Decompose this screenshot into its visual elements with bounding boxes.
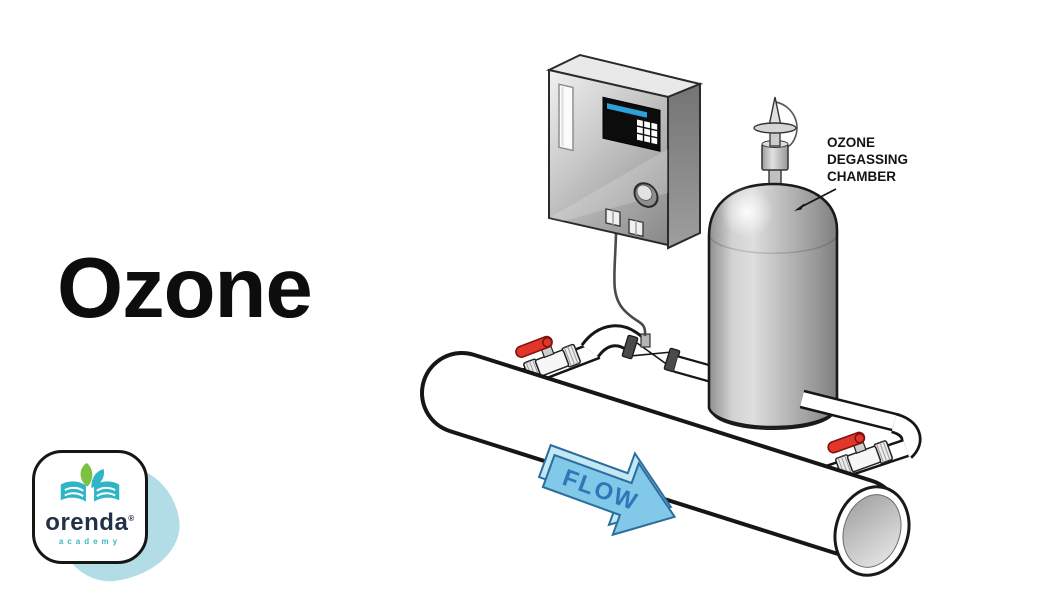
panel-sight-glass bbox=[558, 83, 574, 152]
logo-brand-text: orenda® bbox=[35, 511, 145, 535]
relief-valve-disc bbox=[753, 122, 797, 134]
ozone-degassing-chamber bbox=[707, 96, 839, 431]
logo-academy-text: academy bbox=[58, 537, 122, 546]
keypad-key[interactable] bbox=[637, 119, 643, 127]
relief-valve-spike bbox=[768, 96, 782, 127]
chamber-label: OZONE DEGASSING CHAMBER bbox=[794, 135, 908, 211]
orenda-academy-logo: orenda® academy bbox=[27, 450, 187, 588]
main-water-pipe bbox=[420, 351, 911, 577]
panel-side-face bbox=[667, 82, 701, 250]
keypad-key[interactable] bbox=[637, 133, 643, 142]
keypad-key[interactable] bbox=[651, 137, 658, 145]
registered-trademark: ® bbox=[128, 514, 135, 523]
chamber-label-line2: DEGASSING bbox=[827, 152, 908, 167]
ozone-controller-panel bbox=[545, 53, 704, 250]
label-pointer-line bbox=[800, 188, 837, 208]
keypad-key[interactable] bbox=[644, 135, 650, 143]
logo-badge: orenda® academy bbox=[32, 450, 148, 564]
keypad-key[interactable] bbox=[651, 122, 658, 130]
chamber-label-line1: OZONE bbox=[827, 135, 875, 150]
flow-arrow: FLOW bbox=[537, 443, 677, 537]
keypad-key[interactable] bbox=[637, 126, 643, 134]
controller-cable bbox=[613, 232, 647, 337]
keypad-key[interactable] bbox=[651, 129, 658, 138]
label-pointer-arrowhead bbox=[794, 203, 805, 211]
relief-valve bbox=[753, 96, 798, 189]
chamber-bottom-rim bbox=[711, 407, 836, 431]
keypad-key[interactable] bbox=[644, 128, 650, 136]
logo-brand-word: orenda bbox=[45, 509, 129, 536]
keypad[interactable] bbox=[637, 119, 658, 145]
keypad-key[interactable] bbox=[644, 121, 650, 129]
chamber-label-line3: CHAMBER bbox=[827, 169, 896, 184]
display-status-bar bbox=[607, 103, 647, 118]
page-title: Ozone bbox=[57, 241, 313, 336]
chamber-highlight bbox=[721, 186, 773, 238]
pipe-open-end bbox=[833, 485, 911, 577]
book-leaf-icon bbox=[60, 462, 120, 502]
flow-arrow-face bbox=[541, 453, 677, 537]
injector-coupling bbox=[621, 334, 639, 360]
